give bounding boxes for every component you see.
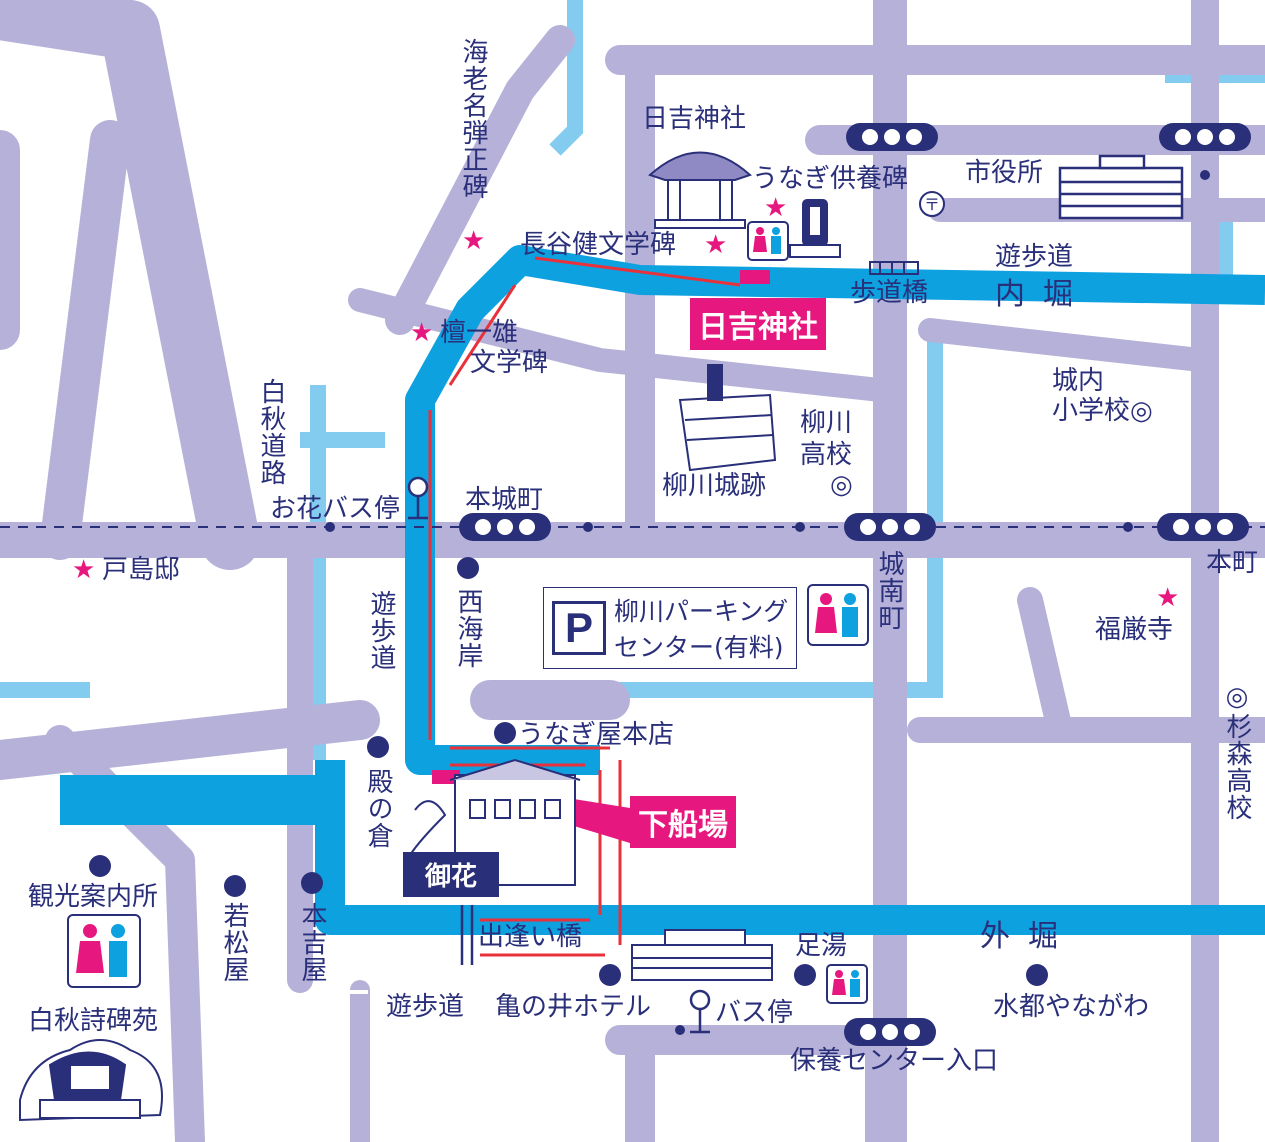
gesenba-pier	[432, 770, 460, 784]
label-unagiya-honten: うなぎ屋本店	[518, 720, 675, 750]
label-kamenoi-hotel: 亀の井ホテル	[495, 992, 652, 1022]
star-icon: ★	[704, 230, 728, 260]
label-promenade-mid: 遊歩道	[366, 590, 396, 671]
hiyoshi-pier	[740, 270, 770, 284]
label-hiyoshi-shrine: 日吉神社	[642, 104, 747, 134]
label-honjomachi: 本城町	[465, 485, 544, 515]
rail-stop-dots	[325, 170, 1210, 1035]
label-unagi-monument: うなぎ供養碑	[752, 164, 909, 194]
label-wakamatsuya: 若松屋	[219, 902, 249, 983]
label-tonokura: 殿の倉	[363, 768, 393, 849]
label-nishikaigan: 西海岸	[453, 588, 483, 669]
label-hoyo-center: 保養センター入口	[790, 1046, 999, 1076]
label-ohana-bus-stop: お花バス停	[270, 494, 401, 524]
monument-icon	[789, 199, 841, 258]
label-yanagawa-high-1: 柳川	[800, 408, 853, 438]
star-icon: ★	[462, 226, 486, 256]
label-suito-yanagawa: 水都やながわ	[993, 992, 1150, 1022]
footbridge-icon	[869, 261, 919, 275]
label-hakushu-road: 白秋道路	[256, 378, 286, 486]
label-jonai-school-2: 小学校◎	[1052, 396, 1153, 426]
label-uchibori: 内堀	[995, 277, 1091, 312]
bus-stop-icons	[407, 476, 711, 1034]
label-fukugonji: 福厳寺	[1095, 615, 1174, 645]
city-office-icon	[1058, 154, 1184, 220]
label-bus-stop: バス停	[715, 998, 794, 1028]
label-motoyoshiya: 本吉屋	[297, 902, 327, 983]
boat-route	[428, 256, 741, 957]
star-icon: ★	[1156, 583, 1180, 613]
label-footbridge: 歩道橋	[850, 278, 929, 308]
landmark-dots	[89, 557, 1048, 986]
label-promenade-bottom: 遊歩道	[386, 992, 465, 1022]
label-tojima-house: 戸島邸	[102, 555, 181, 585]
label-city-office: 市役所	[965, 158, 1044, 188]
label-deaibashi: 出逢い橋	[478, 922, 583, 952]
star-icon: ★	[764, 193, 788, 223]
label-parking-1: 柳川パーキング	[614, 597, 789, 626]
label-promenade-top: 遊歩道	[995, 242, 1074, 272]
label-ashiyu: 足湯	[795, 931, 848, 961]
label-dan-monument-2: 文学碑	[470, 348, 549, 378]
label-honmachi: 本町	[1206, 548, 1259, 578]
parking-center-box: P 柳川パーキング センター(有料)	[543, 587, 798, 669]
bridge-icon	[460, 905, 474, 965]
poem-park-icon	[19, 1039, 163, 1122]
label-yanagawa-high-2: 高校	[800, 440, 853, 470]
label-dan-monument-1: 檀一雄	[440, 318, 519, 348]
traffic-signal-icons	[459, 123, 1251, 1046]
label-ebina-monument: 海老名弾正碑	[458, 38, 488, 200]
star-icon: ★	[410, 318, 434, 348]
hotel-icon	[631, 929, 773, 981]
callout-hiyoshi-pier: 日吉神社	[690, 298, 826, 350]
parking-icon: P	[552, 601, 606, 655]
label-hakushu-park: 白秋詩碑苑	[28, 1006, 159, 1036]
star-icon: ★	[72, 555, 96, 585]
svg-text:〒: 〒	[924, 195, 940, 214]
label-tourist-info: 観光案内所	[28, 882, 159, 912]
label-sugimori-high: ◎杉森高校	[1222, 682, 1252, 821]
label-jonai-school-1: 城内	[1052, 366, 1105, 396]
label-hase-monument: 長谷健文学碑	[520, 230, 677, 260]
label-jonanmachi: 城南町	[874, 550, 904, 631]
canals	[60, 245, 1265, 935]
label-castle-ruins: 柳川城跡	[662, 471, 767, 501]
label-ohana: 御花	[403, 852, 500, 897]
callout-gesenba: 下船場	[630, 796, 736, 848]
school-icon: ◎	[830, 470, 853, 500]
castle-ruins-icon	[678, 364, 777, 472]
label-parking-2: センター(有料)	[614, 633, 784, 662]
label-sotobori: 外堀	[980, 919, 1076, 954]
toilet-icons	[67, 221, 869, 1004]
shrine-icon	[648, 151, 752, 229]
post-office-icon: 〒	[919, 191, 945, 217]
